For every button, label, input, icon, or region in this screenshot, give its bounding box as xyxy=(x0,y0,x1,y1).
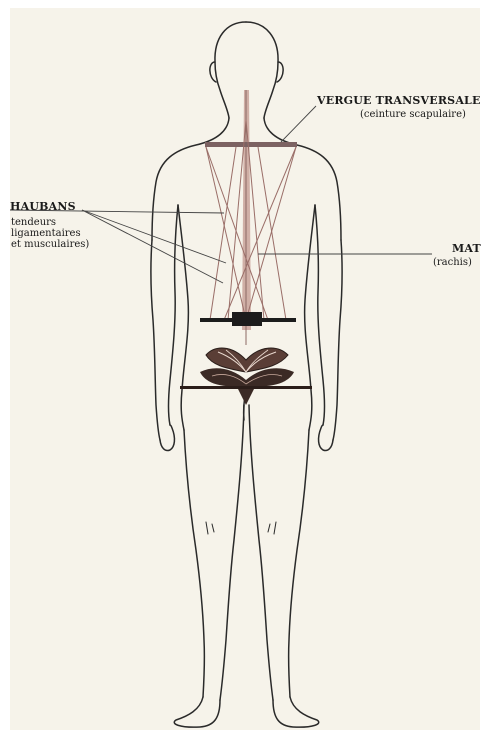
torso-left xyxy=(178,205,188,430)
transverse-yard xyxy=(205,142,297,147)
label-ceinture-scapulaire: (ceinture scapulaire) xyxy=(360,110,466,121)
knee-right xyxy=(268,522,276,534)
knee-left xyxy=(206,522,214,534)
left-leg-outer xyxy=(184,430,204,697)
label-tendeurs-line2: ligamentaires xyxy=(11,229,81,240)
right-leg-inner xyxy=(249,405,273,700)
right-shoulder xyxy=(264,118,341,240)
label-tendeurs-line1: tendeurs xyxy=(11,218,56,229)
left-arm-outer xyxy=(151,240,160,440)
label-tendeurs-line3: et musculaires) xyxy=(11,240,89,251)
label-rachis: (rachis) xyxy=(433,258,472,269)
head-outline xyxy=(215,22,246,118)
left-arm-inner xyxy=(169,205,179,425)
right-foot xyxy=(273,697,319,727)
right-hand xyxy=(319,425,333,451)
right-leg-outer xyxy=(289,430,309,697)
right-arm-inner xyxy=(315,205,325,425)
shroud-lines xyxy=(206,120,296,320)
left-leg-inner xyxy=(220,405,244,700)
pelvic-crossbar xyxy=(200,312,296,326)
torso-right xyxy=(305,205,315,430)
left-foot xyxy=(174,697,220,727)
label-vergue-transversale: VERGUE TRANSVERSALE xyxy=(317,95,481,107)
right-arm-outer xyxy=(333,240,342,440)
head-outline-right xyxy=(246,22,278,118)
pelvis-ornament xyxy=(180,348,312,405)
label-haubans: HAUBANS xyxy=(10,201,76,213)
left-hand xyxy=(160,425,174,451)
leader-lines xyxy=(10,106,432,283)
label-mat: MAT xyxy=(452,243,481,255)
